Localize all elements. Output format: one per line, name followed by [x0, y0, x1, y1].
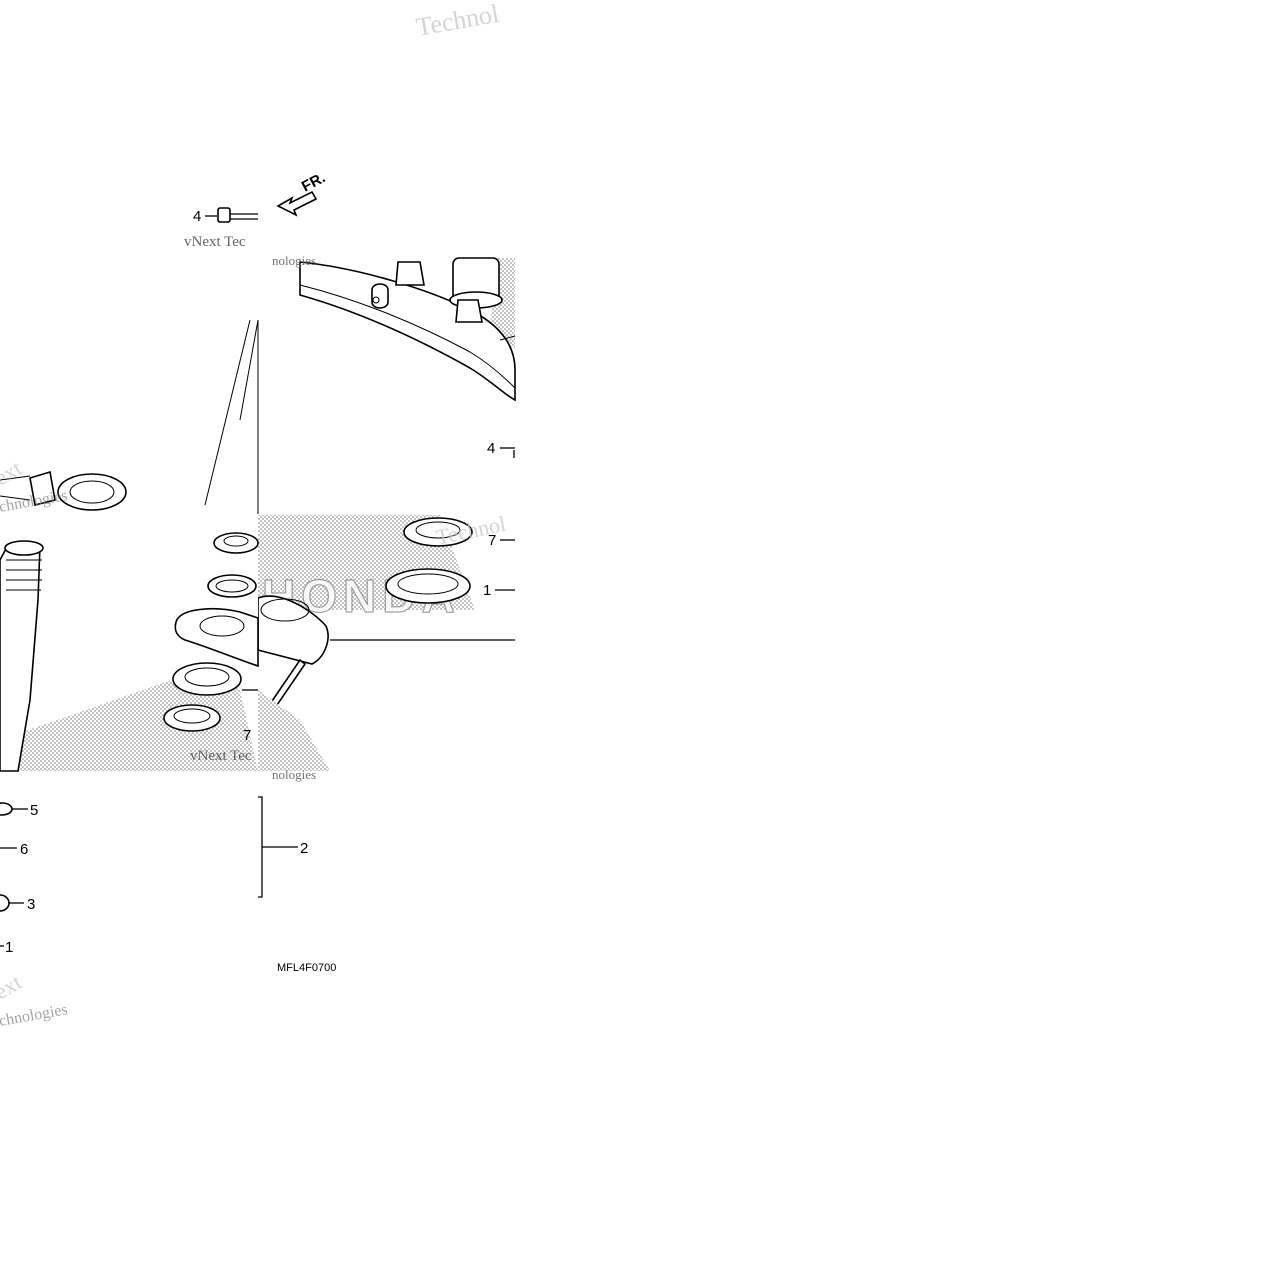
kit-tile: 2 MFL4F0700 — [258, 796, 336, 974]
callout-5: 5 — [30, 802, 38, 819]
callout-6: 6 — [20, 841, 28, 858]
fork-top-tile: FR. 4 — [0, 169, 328, 511]
stem-tile: 7 — [0, 514, 259, 772]
svg-text:nologies: nologies — [272, 767, 316, 782]
callout-1-upper: 1 — [483, 582, 491, 599]
svg-text:vNext Tec: vNext Tec — [190, 748, 252, 764]
callout-4-left: 4 — [193, 208, 201, 225]
svg-text:Technol: Technol — [414, 0, 501, 42]
upper-clamp-tile: 4 — [257, 257, 516, 514]
bearing-tile: HONDA 7 1 — [257, 514, 515, 771]
callout-1-lower: 1 — [5, 939, 13, 956]
diagram-code: MFL4F0700 — [277, 962, 336, 974]
callout-3: 3 — [27, 896, 35, 913]
callout-7-lower: 7 — [243, 727, 251, 744]
callout-list-tile: 5 6 3 1 — [0, 802, 38, 956]
svg-text:chnologies: chnologies — [0, 1001, 69, 1030]
callout-7-upper: 7 — [488, 532, 496, 549]
svg-text:nologies: nologies — [272, 253, 316, 268]
callout-4-right: 4 — [487, 440, 495, 457]
svg-text:ext: ext — [0, 455, 26, 490]
front-marker: FR. — [299, 169, 328, 195]
svg-text:vNext Tec: vNext Tec — [184, 234, 246, 250]
callout-2: 2 — [300, 840, 308, 857]
front-arrow-icon — [276, 190, 318, 217]
svg-text:ext: ext — [0, 969, 26, 1004]
